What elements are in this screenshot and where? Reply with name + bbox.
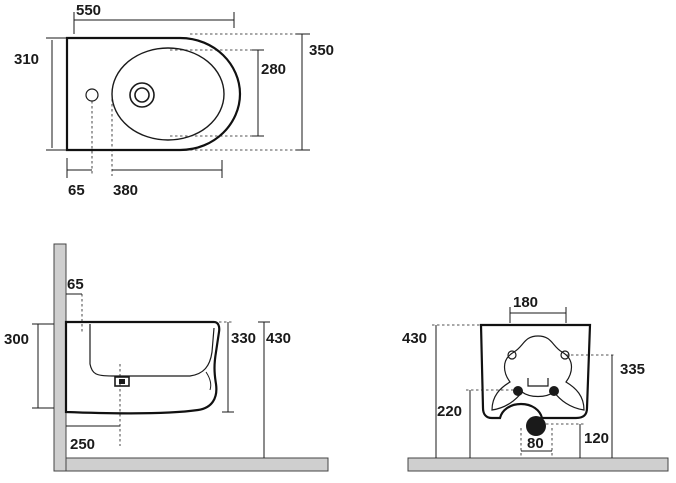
fixing-hole-left [507, 350, 517, 360]
wall [53, 243, 67, 472]
back-view-body [479, 323, 592, 420]
back-dim-label-outlet-width: 80 [527, 435, 544, 452]
floor [407, 457, 669, 472]
back-view: 180 430 220 335 120 80 [402, 294, 669, 472]
top-view: 550 310 280 350 65 380 [14, 2, 334, 199]
floor [65, 457, 329, 472]
side-dim-label-wall-height: 300 [4, 331, 29, 348]
side-dim-label-hole-offset: 65 [67, 276, 84, 293]
drain-inner [134, 87, 150, 103]
dim-label-overall-width: 350 [309, 42, 334, 59]
side-view-body [64, 320, 221, 415]
back-dim-label-floor-offset: 120 [584, 430, 609, 447]
inlet-slot [527, 378, 549, 387]
dim-label-width: 310 [14, 51, 39, 68]
dim-label-length: 550 [76, 2, 101, 19]
side-dim-label-outlet-distance: 250 [70, 436, 95, 453]
drain-outer [129, 82, 155, 108]
outlet [114, 376, 130, 387]
outlet [526, 416, 546, 436]
outlet-core [119, 379, 125, 384]
bolt-left [513, 386, 523, 396]
side-dim-label-total-height: 430 [266, 330, 291, 347]
dim-label-hole-offset: 65 [68, 182, 85, 199]
back-dim-label-fixing-spacing: 180 [513, 294, 538, 311]
bolt-right [549, 386, 559, 396]
dim-label-bowl-length: 380 [113, 182, 138, 199]
side-view-bowl-lip [205, 371, 212, 391]
back-dim-label-total-height: 430 [402, 330, 427, 347]
side-view-bowl [89, 324, 215, 377]
side-view: 65 300 330 430 250 [4, 243, 329, 472]
side-dim-label-inner-height: 330 [231, 330, 256, 347]
back-dim-label-fixing-height: 335 [620, 361, 645, 378]
back-view-panel [491, 335, 585, 411]
dim-label-bowl-width: 280 [261, 61, 286, 78]
fixing-hole-right [560, 350, 570, 360]
back-dim-label-outlet-height: 220 [437, 403, 462, 420]
